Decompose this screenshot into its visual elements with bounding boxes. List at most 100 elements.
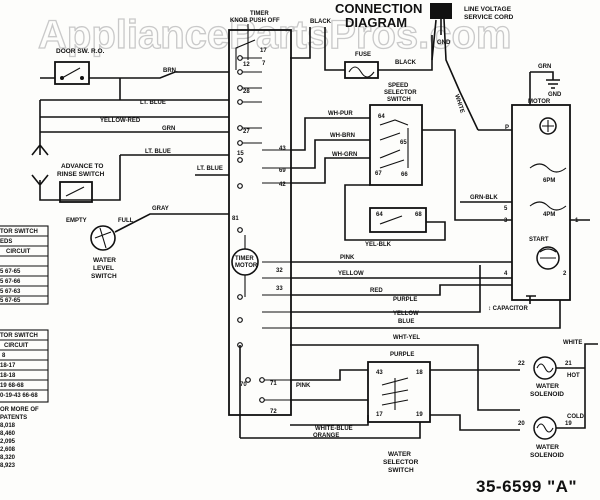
cut-bot-0: TOR SWITCH bbox=[0, 333, 38, 339]
white-return-wire bbox=[556, 343, 598, 429]
door-switch-box bbox=[54, 61, 90, 85]
wh-pur-wire bbox=[290, 117, 370, 151]
left-bus-wire bbox=[31, 100, 121, 201]
cut-bot-12: 2,608 bbox=[0, 447, 16, 453]
motor-4pm: 4PM bbox=[543, 212, 555, 218]
speed-lower-64: 64 bbox=[376, 212, 383, 218]
cut-bot-2: 8 bbox=[2, 353, 6, 359]
speed-term-64: 64 bbox=[378, 114, 385, 120]
cut-bot-14: 8,923 bbox=[0, 463, 16, 469]
cut-top-4: 5 67-66 bbox=[0, 279, 21, 285]
motor-term-1: 1 bbox=[575, 218, 579, 224]
empty-label: EMPTY bbox=[66, 218, 87, 224]
line-voltage-label: LINE VOLTAGE bbox=[464, 6, 512, 13]
gnd-label-top: GND bbox=[437, 40, 451, 46]
cut-top-1: EDS bbox=[0, 239, 12, 245]
water-selector-switch bbox=[367, 361, 431, 423]
water-level-label-2: LEVEL bbox=[93, 265, 114, 272]
ground-symbol bbox=[529, 71, 560, 105]
yellow-2-label: YELLOW bbox=[393, 311, 419, 317]
black-wire-top bbox=[324, 27, 433, 71]
timer-terminal-81: 81 bbox=[232, 216, 239, 222]
cold-solenoid-coil bbox=[536, 423, 554, 433]
timer-knob-label: KNOB PUSH OFF bbox=[230, 18, 280, 24]
cut-top-3: 5 67-65 bbox=[0, 269, 21, 275]
hot-solenoid-coil bbox=[536, 363, 554, 373]
timer-terminal-15: 15 bbox=[237, 151, 244, 157]
speed-label-3: SWITCH bbox=[387, 97, 411, 103]
white-blue-wire bbox=[290, 415, 369, 426]
timer-terminal-12: 12 bbox=[243, 62, 250, 68]
advance-label-1: ADVANCE TO bbox=[61, 163, 103, 170]
wh-grn-wire bbox=[290, 157, 370, 184]
timer-label: TIMER bbox=[250, 11, 269, 17]
cut-bot-11: 2,095 bbox=[0, 439, 16, 445]
timer-knob-contact bbox=[235, 24, 256, 70]
door-switch-node-a bbox=[60, 76, 64, 80]
motor-winding-high bbox=[529, 201, 567, 211]
speed-to-motor-wire bbox=[422, 129, 512, 221]
hot-sol-label-1: WATER bbox=[536, 383, 559, 390]
yel-blk-label: YEL-BLK bbox=[365, 242, 392, 248]
cut-top-5: 5 67-63 bbox=[0, 289, 21, 295]
orange-wire bbox=[240, 422, 421, 439]
timer-terminal-71: 71 bbox=[270, 381, 277, 387]
gray-wire bbox=[114, 213, 229, 233]
sol-term-22: 22 bbox=[518, 361, 525, 367]
gray-label: GRAY bbox=[152, 206, 169, 212]
grn-label: GRN bbox=[162, 126, 175, 132]
water-term-43: 43 bbox=[376, 370, 383, 376]
purple-wire bbox=[290, 265, 481, 313]
white-vertical-label: WHITE bbox=[453, 94, 465, 114]
capacitor-symbol bbox=[526, 295, 536, 304]
timer-terminal-17: 17 bbox=[260, 48, 267, 54]
fuse-label: FUSE bbox=[355, 52, 371, 58]
door-switch-node-b bbox=[80, 76, 84, 80]
yel-blk-wire bbox=[344, 184, 446, 241]
white-label: WHITE bbox=[563, 340, 582, 346]
black-label-1: BLACK bbox=[310, 19, 332, 25]
part-number: 35-6599 "A" bbox=[476, 477, 577, 496]
speed-selector-switch bbox=[369, 104, 423, 186]
speed-term-67: 67 bbox=[375, 171, 382, 177]
advance-label-2: RINSE SWITCH bbox=[57, 171, 105, 178]
water-term-19: 19 bbox=[416, 412, 423, 418]
blue-label: BLUE bbox=[398, 319, 414, 325]
cut-table-top: TOR SWITCH EDS CIRCUIT 5 67-65 5 67-66 5… bbox=[0, 225, 49, 305]
grn-2-label: GRN bbox=[538, 64, 551, 70]
cut-bot-1: CIRCUIT bbox=[4, 343, 29, 349]
wh-brn-label: WH-BRN bbox=[330, 133, 355, 139]
orange-label: ORANGE bbox=[313, 433, 339, 439]
cold-sol-label-2: SOLENOID bbox=[530, 452, 564, 459]
pink-2-label: PINK bbox=[296, 383, 311, 389]
diagram-subtitle: DIAGRAM bbox=[345, 15, 407, 30]
lt-blue-label: LT. BLUE bbox=[140, 100, 166, 106]
timer-terminal-43: 43 bbox=[279, 146, 286, 152]
water-selector-label-2: SELECTOR bbox=[383, 459, 419, 466]
water-term-17: 17 bbox=[376, 412, 383, 418]
speed-switch-contacts bbox=[379, 119, 409, 169]
timer-right-contacts bbox=[262, 149, 290, 401]
full-label: FULL bbox=[118, 218, 134, 224]
yellow-blue-wire bbox=[290, 300, 561, 329]
cut-bot-5: 19 68-68 bbox=[0, 383, 24, 389]
wh-grn-label: WH-GRN bbox=[332, 152, 357, 158]
service-cord-plug bbox=[430, 3, 452, 19]
service-cord-label: SERVICE CORD bbox=[464, 14, 514, 21]
cut-bot-13: 8,320 bbox=[0, 455, 16, 461]
wh-brn-wire bbox=[290, 139, 370, 169]
diagram-title: CONNECTION bbox=[335, 1, 422, 16]
hot-sol-label-2: SOLENOID bbox=[530, 391, 564, 398]
motor-term-5: 5 bbox=[504, 206, 508, 212]
timer-node-71 bbox=[259, 377, 265, 383]
motor-term-2: 2 bbox=[563, 271, 567, 277]
speed-lower-68: 68 bbox=[415, 212, 422, 218]
timer-box bbox=[228, 29, 292, 416]
cold-feed-wire bbox=[430, 414, 520, 431]
gnd-label: GND bbox=[548, 92, 562, 98]
water-level-switch-contact bbox=[94, 227, 112, 249]
timer-terminal-69: 69 bbox=[279, 168, 286, 174]
timer-terminal-42: 42 bbox=[279, 182, 286, 188]
